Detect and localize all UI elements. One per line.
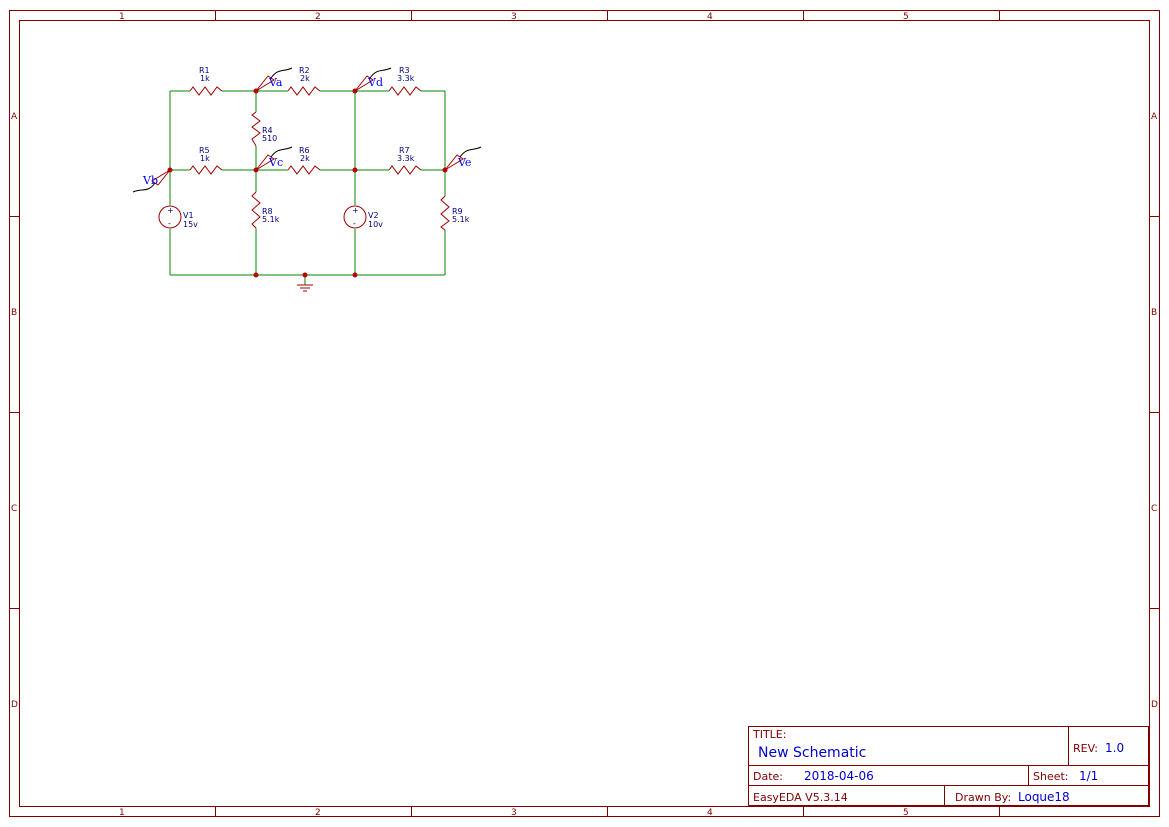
value-r1: 1k xyxy=(200,74,210,83)
probe-label-vd: Vd xyxy=(367,76,383,89)
probe-ve[interactable]: Ve xyxy=(444,146,482,171)
ref-r6: R6 xyxy=(299,146,310,155)
col-label-bottom: 5 xyxy=(903,808,909,818)
row-label-left: A xyxy=(11,112,18,122)
voltage-source-v2[interactable]: + - xyxy=(343,205,367,229)
component-labels: R1 1k R2 2k R3 3.3k R4 510 R5 1k R6 2k R… xyxy=(183,66,470,229)
source-plus: + xyxy=(352,206,359,215)
resistor-r8[interactable] xyxy=(251,191,261,229)
col-label-bottom: 1 xyxy=(119,808,125,818)
col-label-bottom: 2 xyxy=(315,808,321,818)
value-r8: 5.1k xyxy=(262,215,280,224)
ref-r7: R7 xyxy=(399,146,410,155)
drawn-by-label: Drawn By: xyxy=(955,791,1011,804)
resistor-r5[interactable] xyxy=(189,165,223,175)
sheet-frame xyxy=(9,10,1160,817)
wires xyxy=(169,90,446,285)
probe-label-va: Va xyxy=(268,76,283,89)
resistor-r2[interactable] xyxy=(287,86,321,96)
source-plus: + xyxy=(167,206,174,215)
value-r3: 3.3k xyxy=(397,74,415,83)
resistor-r9[interactable] xyxy=(440,195,450,231)
col-label-bottom: 4 xyxy=(707,808,713,818)
value-v2: 10v xyxy=(368,220,383,229)
schematic-title: New Schematic xyxy=(758,745,866,761)
date-label: Date: xyxy=(753,770,783,783)
value-r9: 5.1k xyxy=(452,215,470,224)
ref-r4: R4 xyxy=(262,126,273,135)
rev-label: REV: xyxy=(1073,742,1098,755)
sheet-label: Sheet: xyxy=(1033,770,1069,783)
value-r5: 1k xyxy=(200,154,210,163)
value-r6: 2k xyxy=(300,154,310,163)
tool-version: EasyEDA V5.3.14 xyxy=(753,791,848,804)
sheet-value: 1/1 xyxy=(1079,769,1098,783)
title-label: TITLE: xyxy=(752,728,786,741)
row-label-right: A xyxy=(1151,112,1158,122)
resistor-r7[interactable] xyxy=(388,165,422,175)
probe-label-vb: Vb xyxy=(142,174,158,187)
zone-labels: 1 2 3 4 5 1 2 3 4 5 A B C D A B C D xyxy=(11,12,1158,818)
col-label-top: 5 xyxy=(903,12,909,22)
probe-vd[interactable]: Vd xyxy=(354,67,392,92)
row-label-right: D xyxy=(1151,700,1158,710)
resistor-r4[interactable] xyxy=(251,111,261,147)
col-label-bottom: 3 xyxy=(511,808,517,818)
value-r7: 3.3k xyxy=(397,154,415,163)
probe-vc[interactable]: Vc xyxy=(255,146,293,171)
col-label-top: 3 xyxy=(511,12,517,22)
col-label-top: 4 xyxy=(707,12,713,22)
row-label-right: C xyxy=(1151,504,1157,514)
ref-v1: V1 xyxy=(183,211,194,220)
drawn-by-value: Loque18 xyxy=(1018,790,1070,804)
value-v1: 15v xyxy=(183,220,198,229)
value-r2: 2k xyxy=(300,74,310,83)
probe-label-ve: Ve xyxy=(457,156,471,169)
source-minus: - xyxy=(353,219,356,228)
probe-vb[interactable]: Vb xyxy=(132,169,171,193)
ref-r3: R3 xyxy=(399,66,410,75)
ref-r1: R1 xyxy=(199,66,210,75)
value-r4: 510 xyxy=(262,134,277,143)
ground-symbol xyxy=(297,284,313,292)
probe-va[interactable]: Va xyxy=(255,67,293,92)
col-label-top: 1 xyxy=(119,12,125,22)
rev-value: 1.0 xyxy=(1105,741,1124,755)
row-label-left: C xyxy=(11,504,17,514)
resistor-r6[interactable] xyxy=(287,165,321,175)
col-label-top: 2 xyxy=(315,12,321,22)
probe-label-vc: Vc xyxy=(268,156,283,169)
row-label-right: B xyxy=(1151,308,1157,318)
ref-r8: R8 xyxy=(262,207,273,216)
source-minus: - xyxy=(168,219,171,228)
title-block: TITLE: New Schematic REV: 1.0 Date: 2018… xyxy=(748,726,1149,806)
junctions xyxy=(167,88,448,278)
ref-r2: R2 xyxy=(299,66,310,75)
ref-v2: V2 xyxy=(368,211,379,220)
row-label-left: B xyxy=(11,308,17,318)
voltage-source-v1[interactable]: + - xyxy=(158,205,182,229)
row-label-left: D xyxy=(11,700,18,710)
date-value: 2018-04-06 xyxy=(804,769,874,783)
ref-r9: R9 xyxy=(452,207,463,216)
ref-r5: R5 xyxy=(199,146,210,155)
resistor-r1[interactable] xyxy=(189,86,223,96)
resistor-r3[interactable] xyxy=(388,86,422,96)
